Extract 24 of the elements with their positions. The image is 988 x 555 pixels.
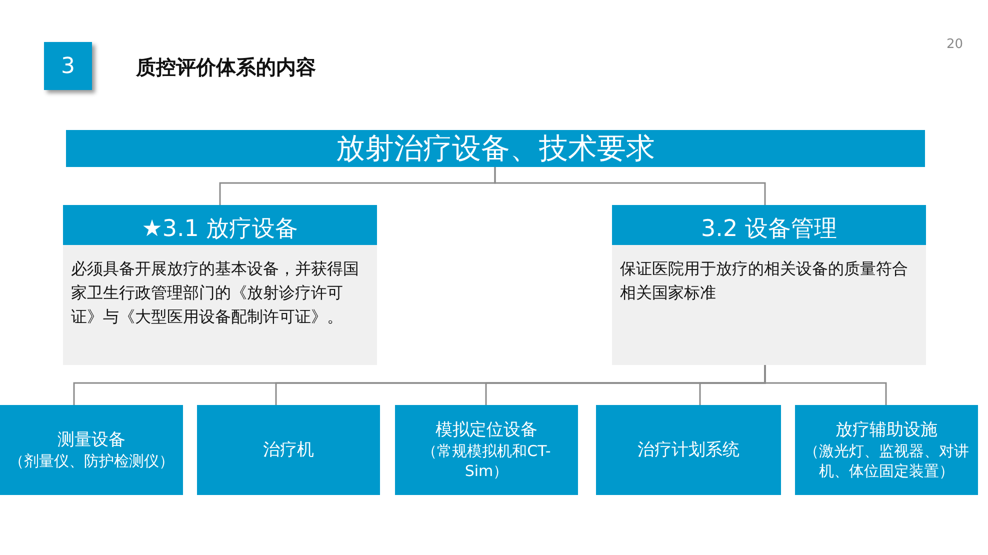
box-title: 模拟定位设备	[436, 419, 538, 441]
box-subtitle: （激光灯、监视器、对讲机、体位固定装置）	[803, 441, 970, 481]
equipment-box	[795, 405, 978, 495]
section-card	[612, 205, 926, 365]
page-number: 20	[946, 37, 963, 52]
box-subtitle: （常规模拟机和CT-Sim）	[421, 441, 552, 481]
equipment-box	[0, 405, 183, 495]
section-heading: 3.2 设备管理	[612, 205, 926, 245]
section-text: 保证医院用于放疗的相关设备的质量符合相关国家标准	[620, 258, 909, 304]
box-subtitle: （剂量仪、防护检测仪）	[9, 451, 174, 471]
box-title: 治疗计划系统	[638, 439, 740, 461]
connector-line	[494, 167, 766, 205]
section-text: 必须具备开展放疗的基本设备，并获得国家卫生行政管理部门的《放射诊疗许可证》与《大型医用设备配制许可证》。	[71, 258, 360, 328]
equipment-box	[596, 405, 781, 495]
equipment-box	[395, 405, 578, 495]
box-title: 治疗机	[263, 439, 314, 461]
slide-title: 质控评价体系的内容	[136, 54, 316, 81]
section-heading: ★3.1 放疗设备	[63, 205, 377, 245]
number-badge: 3	[44, 42, 92, 90]
box-title: 测量设备	[58, 429, 126, 451]
section-card	[63, 205, 377, 365]
box-title: 放疗辅助设施	[836, 419, 938, 441]
equipment-box	[197, 405, 380, 495]
header-banner: 放射治疗设备、技术要求	[66, 130, 925, 167]
